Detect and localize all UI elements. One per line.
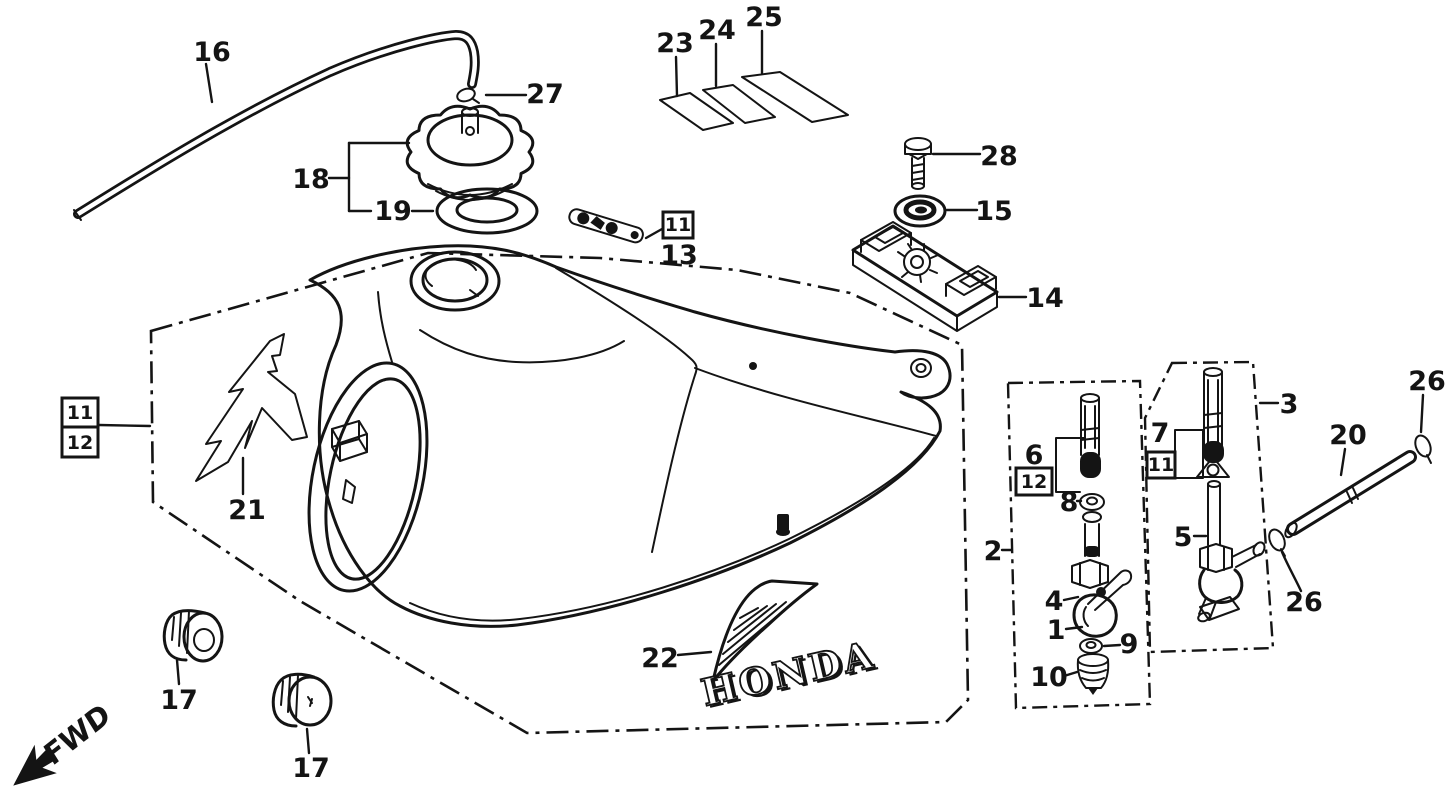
leader-10: [1062, 670, 1079, 678]
part-label-17a: 17: [160, 685, 198, 716]
leader-9: [1102, 643, 1122, 648]
part-label-25: 25: [745, 2, 783, 33]
leader-17b: [305, 727, 311, 755]
leader-16: [204, 62, 214, 104]
part-label-4: 4: [1045, 586, 1064, 617]
part-label-8: 8: [1060, 487, 1079, 518]
part-label-19: 19: [374, 196, 412, 227]
stripe-decal-23: [659, 92, 734, 131]
boxed-ref-stack-left: 11 12: [60, 396, 152, 459]
part-label-14: 14: [1026, 283, 1064, 314]
mount-rubber-17-b: [271, 672, 333, 728]
boxed-ref-11-near-13: [661, 210, 695, 240]
part-label-27: 27: [526, 79, 564, 110]
part-label-10: 10: [1030, 662, 1068, 693]
part-label-13: 13: [660, 240, 698, 271]
leader-26-bottom: [1280, 550, 1303, 593]
fuel-tube: [1284, 450, 1417, 539]
part-label-3: 3: [1280, 389, 1299, 420]
part-label-16: 16: [193, 37, 231, 68]
fuel-tank-outline: [307, 244, 952, 628]
fuel-cap: [405, 104, 535, 201]
tube-clip-27: [456, 87, 480, 104]
part-label-15: 15: [975, 196, 1013, 227]
part-label-26-top: 26: [1408, 366, 1445, 397]
stripe-decal-25: [741, 71, 849, 123]
tank-assembly-boundary: [149, 251, 970, 735]
leader-26-top: [1419, 393, 1425, 434]
leader-13: [644, 227, 664, 240]
part-label-28: 28: [980, 141, 1018, 172]
cap-stay-13: [568, 208, 644, 244]
fwd-text: FWD: [38, 697, 116, 773]
boxed-ref-12-left-text: 12: [67, 432, 93, 454]
fwd-arrow: FWD: [13, 697, 116, 786]
part-label-7: 7: [1151, 418, 1170, 449]
boxed-ref-12-near-6: [1014, 466, 1054, 497]
part-label-24: 24: [698, 15, 736, 46]
leader-4: [1062, 595, 1080, 602]
part-label-17b: 17: [292, 753, 330, 784]
cap-gasket: [435, 187, 539, 235]
part-label-23: 23: [656, 28, 694, 59]
part-label-9: 9: [1120, 629, 1139, 660]
boxed-ref-11-near-13-text: 11: [665, 214, 691, 236]
boxed-ref-12-near-6-text: 12: [1021, 471, 1047, 493]
leader-22: [676, 650, 713, 657]
boxed-ref-11-near-7-text: 11: [1148, 454, 1174, 476]
cock-assembly-box-2: [1006, 379, 1152, 710]
stripe-decal-24: [702, 84, 776, 124]
breather-tube: [73, 29, 480, 221]
part-label-5: 5: [1174, 522, 1193, 553]
leader-23: [674, 55, 679, 98]
fuel-cock-assembly-3: [1174, 367, 1266, 623]
part-label-20: 20: [1329, 420, 1367, 451]
setting-rubber-bracket: [851, 221, 999, 332]
leader-1: [1064, 625, 1084, 631]
mount-bolt: [904, 137, 932, 190]
leader-18-19: [327, 141, 435, 213]
tube-clip-26-top: [1414, 434, 1432, 464]
part-label-6: 6: [1025, 440, 1044, 471]
leader-20: [1339, 447, 1347, 477]
mount-rubber-17-a: [162, 609, 224, 663]
part-label-21: 21: [228, 495, 266, 526]
boxed-ref-11-near-7: [1145, 450, 1177, 480]
part-label-18: 18: [292, 164, 330, 195]
part-label-1: 1: [1047, 615, 1066, 646]
part-label-22: 22: [641, 643, 679, 674]
mount-grommet: [893, 194, 947, 228]
leader-17a: [175, 658, 181, 686]
fuel-cock-assembly-2: [1055, 393, 1133, 695]
wing-decal: [195, 333, 308, 482]
part-label-2: 2: [984, 536, 1003, 567]
cock-assembly-box-3: [1143, 360, 1275, 654]
part-label-26-bottom: 26: [1285, 587, 1323, 618]
boxed-ref-11-left-text: 11: [67, 402, 93, 424]
honda-emblem: HONDA HONDA: [696, 579, 883, 717]
